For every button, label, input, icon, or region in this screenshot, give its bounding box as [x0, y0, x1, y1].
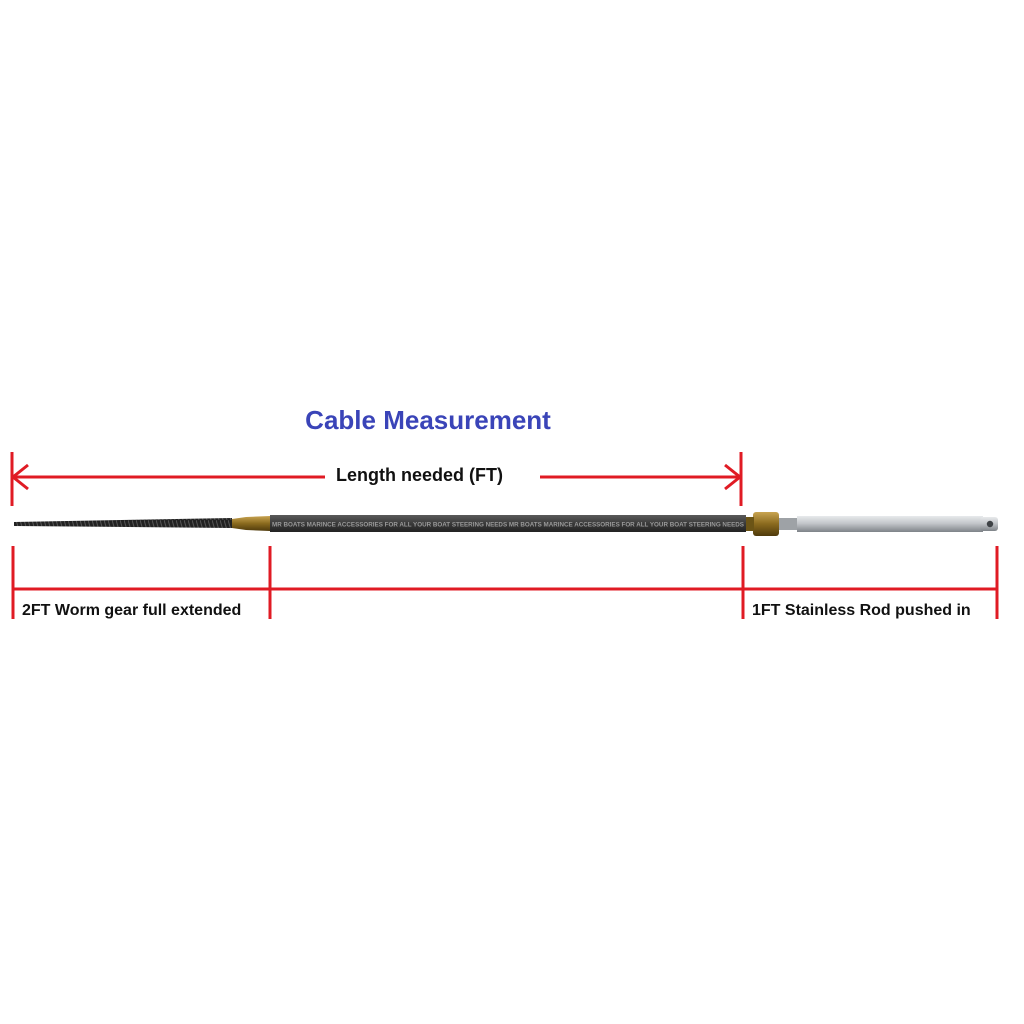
- brass-nut: [753, 512, 779, 536]
- steering-cable: MR BOATS MARINCE ACCESSORIES FOR ALL YOU…: [14, 512, 998, 536]
- crimp-fitting: [232, 516, 270, 531]
- stainless-rod: [797, 516, 983, 532]
- worm-gear: [14, 518, 232, 528]
- stainless-rod-label: 1FT Stainless Rod pushed in: [752, 602, 971, 620]
- rod-eyelet: [987, 521, 993, 527]
- worm-gear-label: 2FT Worm gear full extended: [22, 602, 241, 620]
- rod-sleeve: [779, 518, 797, 530]
- length-needed-label: Length needed (FT): [330, 465, 509, 486]
- nut-collar: [746, 517, 754, 531]
- cable-print-text: MR BOATS MARINCE ACCESSORIES FOR ALL YOU…: [272, 522, 745, 529]
